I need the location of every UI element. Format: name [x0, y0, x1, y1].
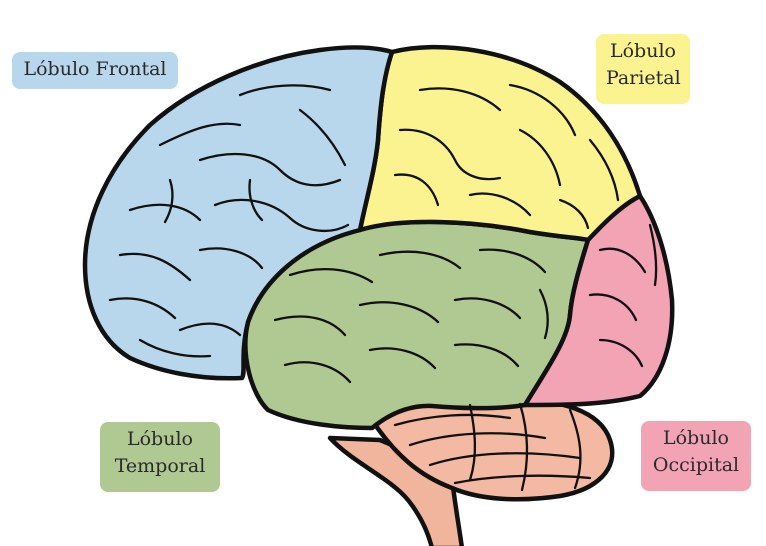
label-parietal-line2: Parietal: [606, 67, 681, 89]
label-occipital-line2: Occipital: [652, 454, 740, 476]
label-parietal-line1: Lóbulo: [610, 40, 676, 62]
label-temporal-lobe: Lóbulo Temporal: [100, 422, 220, 492]
occipital-lobe-region: [522, 193, 675, 408]
label-occipital-lobe: Lóbulo Occipital: [641, 421, 751, 491]
brain-fold-lines: [108, 83, 658, 492]
label-frontal-line1: Lóbulo Frontal: [23, 58, 167, 80]
label-occipital-line1: Lóbulo: [663, 427, 729, 449]
label-parietal-lobe: Lóbulo Parietal: [596, 34, 690, 104]
label-temporal-line1: Lóbulo: [127, 428, 193, 450]
label-frontal-lobe: Lóbulo Frontal: [12, 52, 178, 89]
label-temporal-line2: Temporal: [114, 455, 206, 477]
frontal-lobe-region: [82, 45, 395, 381]
